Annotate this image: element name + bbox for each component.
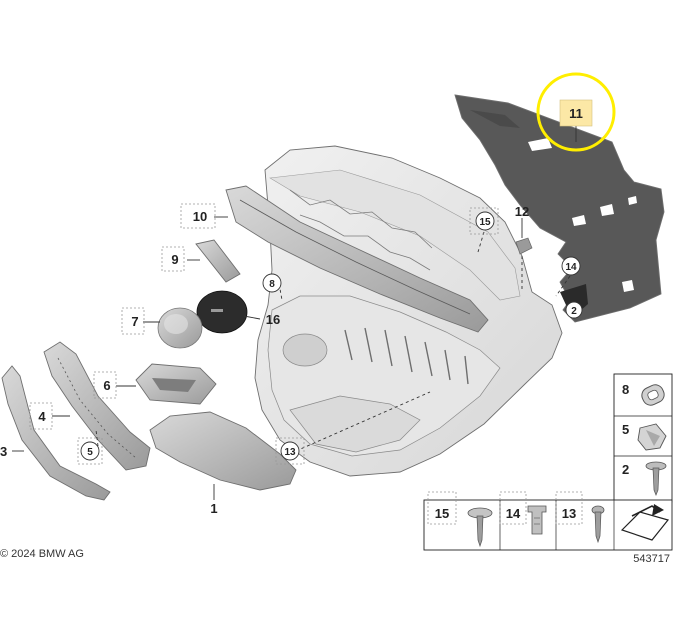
label-6: 6: [93, 371, 117, 399]
label-12-text: 12: [515, 204, 529, 219]
label-2-text: 2: [571, 306, 577, 317]
label-16: 16: [266, 312, 280, 327]
insulation-mat-part: [454, 94, 665, 323]
label-14-text: 14: [565, 262, 577, 273]
label-12: 12: [515, 204, 529, 219]
legend-item-8: 8: [622, 382, 665, 406]
part-labels: 11 10 9 7 16 6 4: [0, 72, 616, 516]
label-11-text: 11: [569, 106, 583, 121]
label-7: 7: [121, 307, 145, 335]
trim-clip-part: [195, 239, 241, 283]
window-trim-strip: [225, 185, 489, 333]
copyright-text: © 2024 BMW AG: [0, 548, 84, 560]
label-6-text: 6: [103, 378, 110, 393]
legend-item-14: 14: [499, 491, 547, 535]
legend-item-2: 2: [622, 461, 667, 496]
clip-fastener-part: [515, 237, 533, 255]
leader-lines: [12, 125, 577, 500]
label-8-text: 8: [269, 279, 275, 290]
label-3-text: 3: [0, 444, 7, 459]
symbol-cell: [620, 504, 670, 541]
label-10-text: 10: [193, 209, 207, 224]
legend-item-15-text: 15: [435, 506, 449, 521]
label-8-circled: 8: [262, 273, 282, 293]
label-13-circled: 13: [275, 437, 305, 465]
label-10: 10: [180, 203, 216, 229]
round-cover-part: [157, 307, 203, 349]
speaker-cover-part: [196, 290, 248, 334]
label-11: 11: [536, 72, 616, 152]
legend-item-8-text: 8: [622, 382, 629, 397]
legend-item-5-text: 5: [622, 422, 629, 437]
legend-item-13-text: 13: [562, 506, 576, 521]
label-1: 1: [210, 501, 217, 516]
label-7-text: 7: [131, 314, 138, 329]
grab-handle-part: [1, 365, 111, 501]
label-16-text: 16: [266, 312, 280, 327]
armrest-pad-part: [149, 411, 297, 491]
legend-item-2-text: 2: [622, 462, 629, 477]
label-5-circled: 5: [77, 437, 103, 465]
switch-unit-part: [135, 363, 217, 405]
label-3: 3: [0, 444, 7, 459]
handle-frame-part: [43, 341, 151, 471]
highlight-ring: [536, 72, 616, 152]
label-1-text: 1: [210, 501, 217, 516]
label-4: 4: [29, 402, 53, 430]
label-4-text: 4: [38, 409, 46, 424]
label-9-text: 9: [171, 252, 178, 267]
label-13-text: 13: [284, 447, 296, 458]
arrow-symbol-icon: [620, 511, 670, 541]
label-14-circled: 14: [561, 256, 581, 276]
label-9: 9: [161, 246, 185, 272]
legend-item-5: 5: [622, 422, 667, 451]
diagram-number-text: 543717: [633, 553, 670, 565]
legend-item-13: 13: [555, 491, 605, 544]
label-5-text: 5: [87, 447, 93, 458]
legend-item-15: 15: [427, 491, 493, 548]
label-15-circled: 15: [469, 207, 499, 235]
label-2-circled: 2: [565, 301, 583, 319]
small-parts-legend: 8 5 2 15 14: [423, 373, 673, 551]
legend-item-14-text: 14: [506, 506, 521, 521]
label-15-text: 15: [479, 217, 491, 228]
